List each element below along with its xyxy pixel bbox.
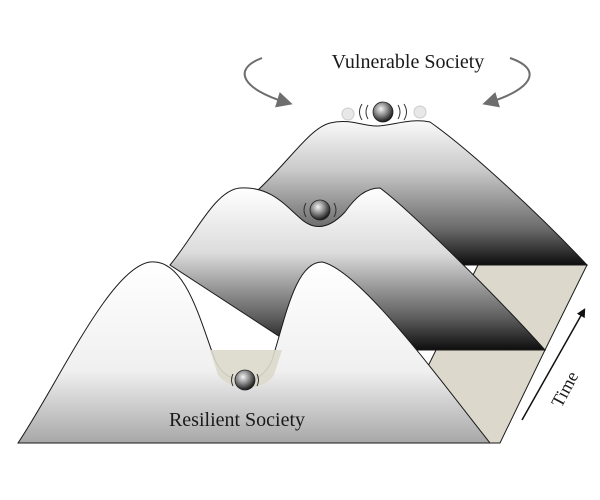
ball-icon: [309, 199, 331, 221]
ball-icon: [372, 101, 394, 123]
wobble-lines-icon: [231, 373, 259, 387]
time-arrow-icon: [521, 308, 586, 421]
curved-arrow-left-icon: [243, 57, 293, 108]
ball-icon: [234, 369, 256, 391]
vulnerable-society-label: Vulnerable Society: [332, 51, 485, 73]
front-landscape-layer: [17, 261, 492, 444]
resilient-society-label: Resilient Society: [169, 409, 305, 431]
ball-middle: [303, 199, 337, 221]
ball-vulnerable: [341, 101, 427, 123]
ball-resilient: [231, 369, 259, 391]
ghost-ball-left: [341, 107, 355, 121]
ghost-ball-right: [413, 105, 427, 119]
wobble-lines-icon: [303, 202, 337, 218]
valley-floor: [210, 350, 282, 388]
middle-layer-face: [169, 187, 547, 351]
wobble-lines-icon: [359, 103, 407, 121]
time-label: Time: [547, 368, 582, 410]
curved-arrow-right-icon: [482, 57, 531, 108]
